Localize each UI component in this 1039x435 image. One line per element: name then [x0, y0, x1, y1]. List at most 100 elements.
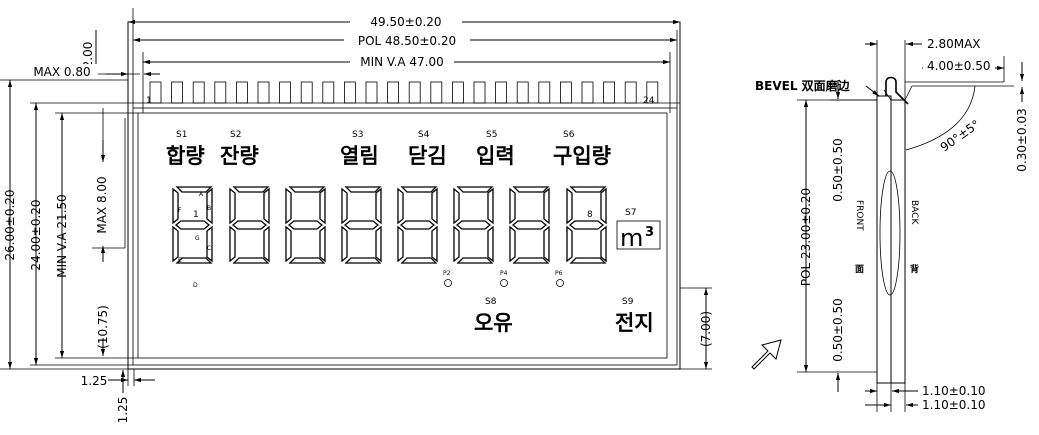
decimal-point-p6	[556, 279, 564, 287]
pin-14	[430, 81, 443, 104]
pin-15	[451, 81, 464, 104]
pin-17	[495, 81, 508, 104]
dim-upper-0-50: 0.50±0.50	[831, 138, 845, 202]
pin-19	[538, 81, 551, 104]
digit-eight-label: 8	[587, 210, 593, 220]
dim-4-00: 4.00±0.50	[927, 59, 991, 73]
decimal-point-p2	[444, 279, 452, 287]
pin-label-last: 24	[643, 96, 655, 106]
polarizer-outline	[132, 107, 678, 366]
pin-5	[235, 81, 248, 104]
dim-lower-0-50: 0.50±0.50	[831, 298, 845, 362]
pin-22	[603, 81, 615, 104]
angle-arc	[905, 85, 976, 151]
direction-arrow-icon	[751, 339, 782, 370]
side-pin	[885, 76, 909, 105]
seg-label-c: C	[207, 245, 211, 252]
front-view: 1 24 49.50±0.20 POL 48.50±0.20 MIN V.A 4…	[0, 8, 782, 424]
korean-s6: 구입량	[553, 144, 611, 168]
pin-18	[516, 81, 529, 104]
back-label: BACK	[909, 200, 919, 225]
korean-s2: 잔량	[220, 144, 259, 168]
label-s8: S8	[485, 297, 497, 307]
label-s9: S9	[622, 297, 634, 307]
viewing-area-outline	[137, 112, 668, 359]
pin-9	[322, 81, 335, 104]
pin-6	[257, 81, 270, 104]
front-cn-label: 面	[855, 264, 864, 275]
pin-4	[214, 81, 227, 104]
dim-view-area-height: MIN V.A 21.50	[55, 194, 69, 278]
label-s4: S4	[418, 130, 430, 140]
dim-total-height: 26.00±0.20	[3, 189, 17, 260]
pin-7	[279, 81, 292, 104]
unit-m: m	[620, 224, 643, 252]
dim-bottom-1-25-v: 1.25	[116, 397, 130, 424]
pin-13	[408, 81, 421, 104]
digit-7	[509, 186, 550, 264]
korean-s8: 오유	[474, 311, 513, 335]
korean-s5: 입력	[476, 144, 515, 168]
unit-superscript: 3	[645, 225, 654, 240]
dim-2-80-max: 2.80MAX	[927, 37, 981, 51]
seg-label-f: F	[178, 207, 182, 214]
pin-20	[560, 81, 572, 104]
dim-total-width: 49.50±0.20	[370, 15, 441, 29]
seg-label-e: E	[178, 257, 182, 264]
dim-0-30: 0.30±0.03	[1015, 108, 1029, 172]
label-s7: S7	[625, 208, 636, 218]
pin-2	[171, 81, 184, 104]
dim-1-10-b: 1.10±0.10	[922, 398, 986, 412]
dim-height-24: 24.00±0.20	[29, 199, 43, 270]
dim-bottom-1-25-h: 1.25	[81, 374, 108, 388]
digit-2	[229, 186, 270, 264]
dim-max-8-00: MAX 8.00	[95, 176, 109, 233]
seg-label-g: G	[195, 235, 200, 242]
label-s6: S6	[563, 130, 575, 140]
dim-10-75: (10.75)	[96, 305, 110, 349]
dim-top-2-00: 2.00	[81, 42, 95, 69]
pin-1	[149, 81, 162, 104]
front-label: FRONT	[854, 200, 864, 231]
pin-label-first: 1	[146, 96, 152, 106]
point-label-p4: P4	[500, 270, 508, 277]
point-label-p2: P2	[443, 270, 451, 277]
decimal-point-p4	[500, 279, 508, 287]
pin-16	[473, 81, 486, 104]
back-panel	[890, 99, 906, 384]
pin-12	[387, 81, 400, 104]
label-s3: S3	[352, 130, 363, 140]
pin-3	[192, 81, 205, 104]
pin-8	[300, 81, 313, 104]
front-panel	[876, 95, 892, 384]
spacer-ellipse	[879, 170, 901, 296]
side-view: BEVEL 双面磨边 2.80MAX 4.00±0.50 90°±5° 0.30…	[755, 37, 1029, 412]
angle-label: 90°±5°	[938, 117, 983, 154]
digit-row	[172, 186, 607, 264]
digit-5	[397, 186, 438, 264]
unit-box	[616, 220, 661, 250]
bevel-label: BEVEL 双面磨边	[755, 78, 851, 93]
digit-3	[285, 186, 326, 264]
seg-label-b: B	[207, 205, 211, 212]
korean-s9: 전지	[615, 311, 654, 335]
pin-row	[149, 81, 659, 104]
seg-label-a: A	[199, 191, 204, 198]
pin-11	[365, 81, 378, 104]
pin-10	[343, 81, 356, 104]
label-s2: S2	[230, 130, 241, 140]
back-cn-label: 背	[910, 263, 919, 275]
dim-pol-width: POL 48.50±0.20	[358, 34, 456, 48]
korean-s4: 닫김	[408, 144, 447, 168]
point-label-p6: P6	[555, 270, 563, 277]
digit-4	[341, 186, 382, 264]
dim-7-00: (7.00)	[699, 311, 713, 347]
dim-max-0-80: MAX 0.80	[33, 65, 90, 79]
digit-6	[453, 186, 494, 264]
pin-23	[624, 81, 637, 104]
korean-s3: 열림	[340, 144, 379, 168]
digit-one-label: 1	[193, 210, 199, 220]
digit-8	[566, 186, 607, 264]
dim-view-area-width: MIN V.A 47.00	[360, 55, 444, 69]
